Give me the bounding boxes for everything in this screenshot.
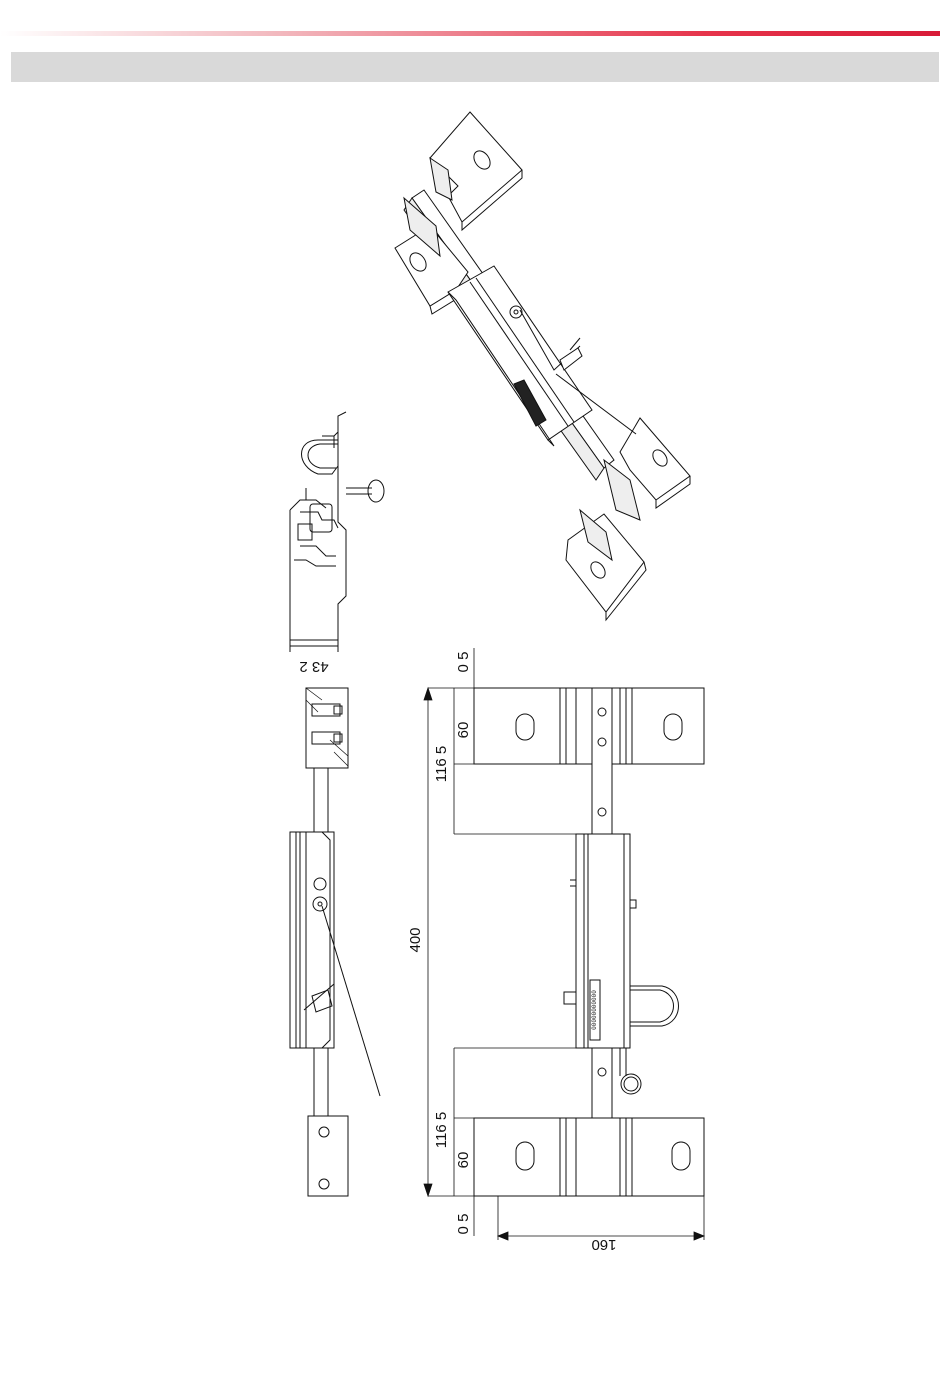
dim-width: 160 [591, 1236, 616, 1253]
dim-end-gap-bottom: 0 5 [455, 1214, 472, 1235]
isometric-view [395, 112, 690, 620]
dim-foot-length-top: 60 [455, 722, 472, 739]
front-view [474, 688, 704, 1196]
side-view [290, 688, 380, 1196]
dim-profile-height: 43 2 [299, 658, 328, 675]
dim-end-gap-top: 0 5 [455, 652, 472, 673]
body-marking-text: 00000000000 [591, 990, 598, 1030]
dim-foot-length-bottom: 60 [455, 1152, 472, 1169]
dim-offset-bottom: 116 5 [433, 1112, 450, 1148]
profile-view [290, 412, 384, 652]
dim-offset-top: 116 5 [433, 746, 450, 782]
dim-total-length: 400 [407, 927, 424, 952]
